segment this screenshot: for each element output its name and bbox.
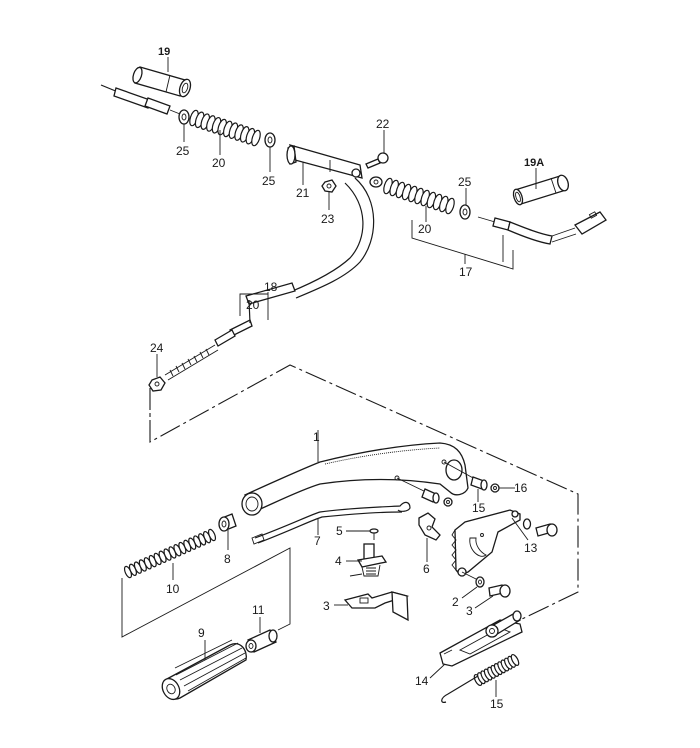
callout-21: 21 <box>296 186 310 200</box>
callout-19-20-group <box>239 292 269 320</box>
clip-15 <box>490 483 500 493</box>
callout-19: 18 <box>264 280 278 294</box>
callout-20-left: 20 <box>212 156 226 170</box>
nut-23 <box>321 179 337 193</box>
spring-coil <box>251 129 261 147</box>
cable-boot-19a-left <box>132 66 192 98</box>
spring-coil <box>207 528 217 542</box>
callout-14: 15 <box>472 501 486 515</box>
equalizer-21 <box>286 144 363 179</box>
rear-cable-eye <box>369 176 383 188</box>
clip-25-middle <box>264 132 276 148</box>
pin-lower <box>396 477 453 507</box>
front-cable-sheath <box>245 177 375 305</box>
front-cable-rod <box>164 299 253 381</box>
grip-group-outline <box>121 547 291 638</box>
bolt-22 <box>365 152 389 169</box>
clip-25-left <box>178 109 190 125</box>
spring-coil <box>510 653 520 667</box>
bolt-3 <box>488 584 511 598</box>
hand-brake-lever-1 <box>241 442 469 516</box>
callout-12: 11 <box>252 603 265 617</box>
callout-18-bracket <box>411 220 514 270</box>
return-spring-hook <box>441 675 479 703</box>
leader-16 <box>429 663 446 679</box>
pin-14 <box>443 461 488 491</box>
callout-10: 9 <box>198 626 205 640</box>
front-cable-end <box>100 84 181 115</box>
callout-6: 5 <box>336 524 343 538</box>
spring-coil <box>445 197 455 215</box>
callout-5: 4 <box>335 554 342 568</box>
screw-6 <box>369 528 379 540</box>
leader-3 <box>474 595 494 609</box>
leader-13 <box>511 517 529 541</box>
callout-25a: 25 <box>176 144 190 158</box>
callout-25c: 25 <box>458 175 472 189</box>
callout-13: 13 <box>524 541 538 555</box>
callout-17: 15 <box>490 697 504 711</box>
cable-boot-19a-right <box>512 174 570 206</box>
callout-25b: 25 <box>262 174 276 188</box>
callout-2: 2 <box>452 595 459 609</box>
ratchet-plate-13 <box>451 509 521 577</box>
callout-9: 8 <box>224 552 231 566</box>
base-plate-16 <box>439 610 523 667</box>
rear-cable <box>477 211 607 245</box>
cable-spring-20-right <box>383 177 455 215</box>
switch-bracket-4 <box>343 591 410 622</box>
callout-8: 7 <box>314 534 321 548</box>
callout-18: 17 <box>459 265 473 279</box>
release-rod-8 <box>251 501 411 545</box>
adjusting-nut-24 <box>148 376 166 392</box>
pawl-7 <box>418 512 441 541</box>
callout-16: 14 <box>415 674 429 688</box>
callout-23: 23 <box>321 212 335 226</box>
clip-25-right <box>459 204 471 220</box>
callout-7: 6 <box>423 562 430 576</box>
callout-11: 10 <box>166 582 180 596</box>
callout-24: 24 <box>150 341 164 355</box>
switch-5 <box>349 543 388 577</box>
washer-2 <box>461 571 485 588</box>
callout-3: 3 <box>466 604 473 618</box>
callout-22: 22 <box>376 117 390 131</box>
callout-19a-left: 19 <box>158 46 170 58</box>
callout-15: 16 <box>514 481 528 495</box>
leader-2 <box>461 586 478 599</box>
assembly-outline <box>149 364 579 621</box>
cable-spring-20-left <box>189 109 261 147</box>
spring-11 <box>123 528 217 579</box>
callout-20-right: 20 <box>418 222 432 236</box>
callout-1: 1 <box>313 430 320 444</box>
release-button-12 <box>245 629 278 653</box>
callout-20-boxed: 20 <box>246 298 260 312</box>
bushing-9 <box>218 513 237 532</box>
grip-10 <box>161 639 247 701</box>
bolt-13-top <box>522 518 558 537</box>
return-spring-17 <box>473 653 520 687</box>
callout-4: 3 <box>323 599 330 613</box>
callout-19a-right: 19A <box>524 157 544 169</box>
